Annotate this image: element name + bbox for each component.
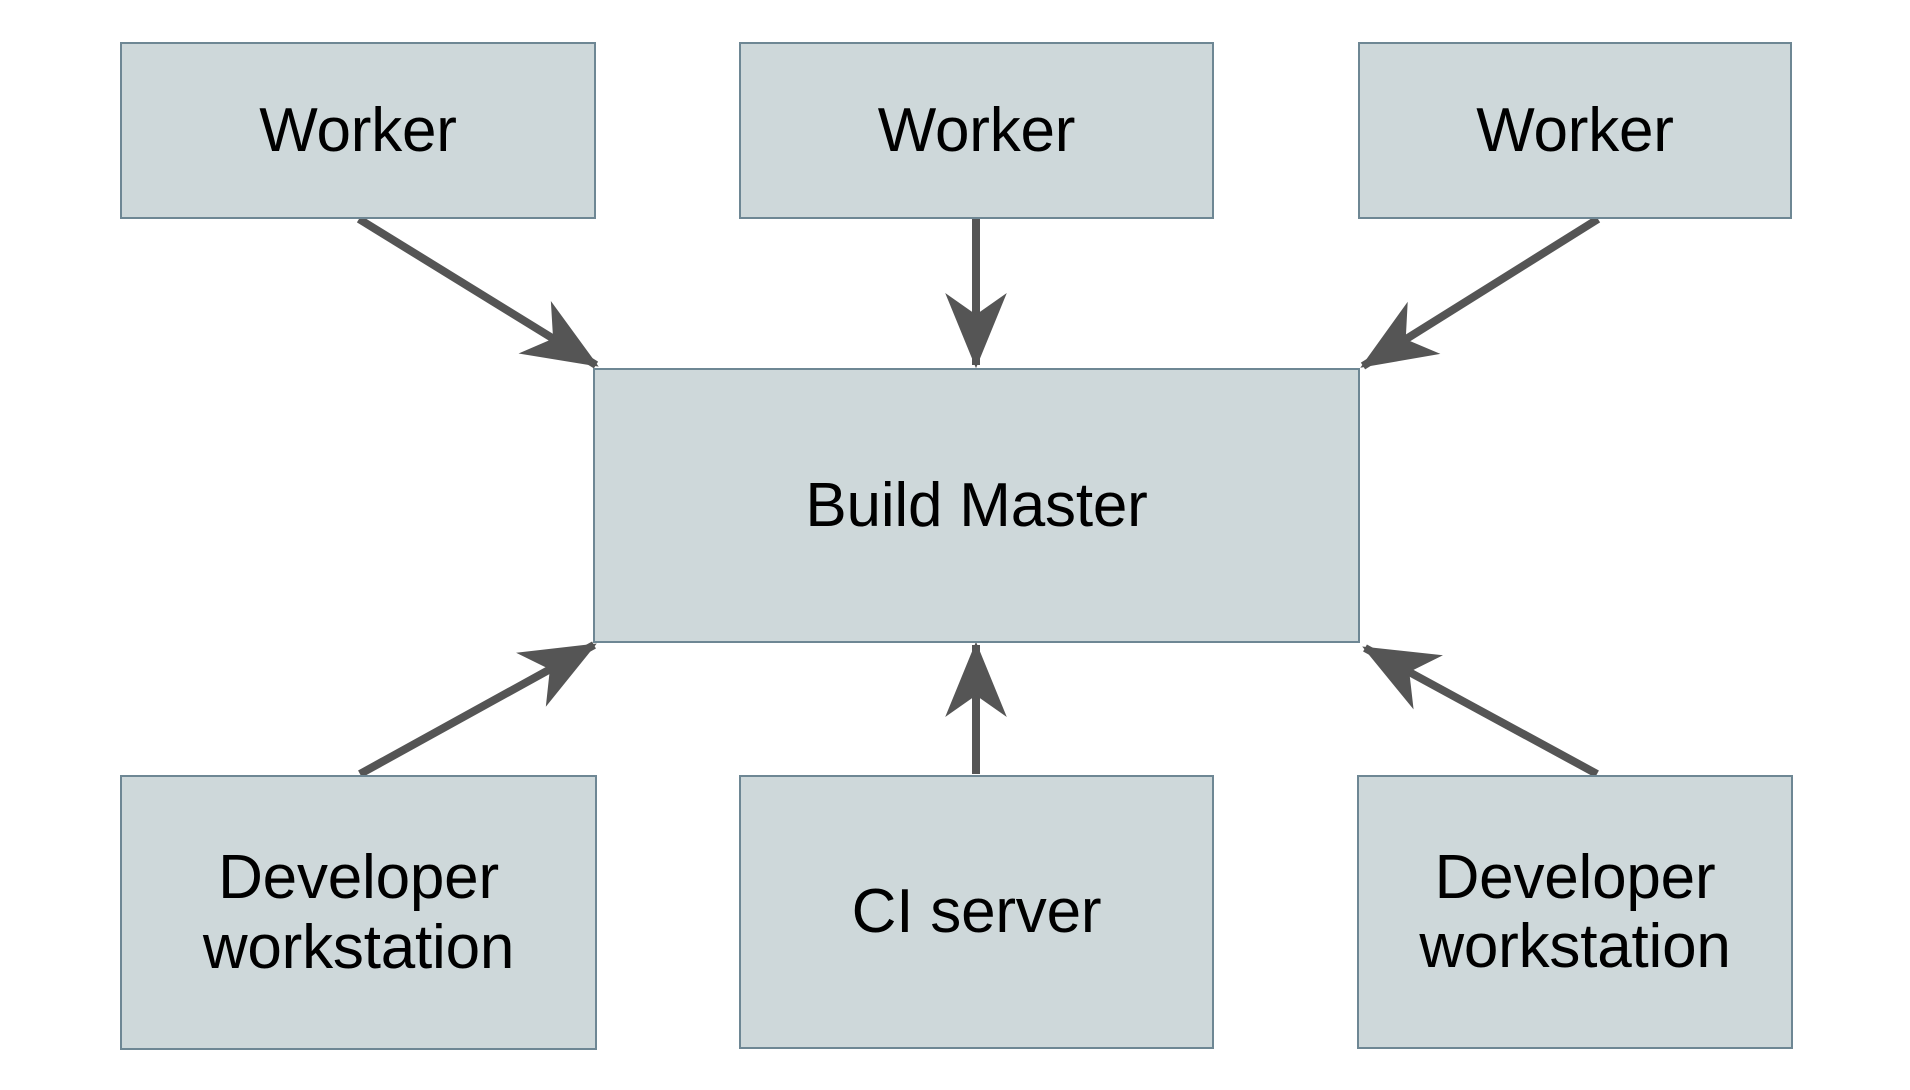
node-worker-1[interactable]: Worker	[120, 42, 596, 219]
node-worker-2-label: Worker	[877, 95, 1076, 165]
node-ci-server-label: CI server	[851, 877, 1102, 947]
node-developer-workstation-right-label: Developer workstation	[1419, 842, 1731, 981]
node-developer-workstation-left-label: Developer workstation	[202, 843, 515, 982]
node-developer-workstation-right[interactable]: Developer workstation	[1357, 775, 1793, 1049]
node-worker-3-label: Worker	[1476, 95, 1674, 165]
node-build-master[interactable]: Build Master	[593, 368, 1360, 643]
node-worker-2[interactable]: Worker	[739, 42, 1214, 219]
node-developer-workstation-left[interactable]: Developer workstation	[120, 775, 597, 1050]
node-build-master-label: Build Master	[805, 470, 1148, 540]
edge-worker-1-to-build-master	[356, 215, 599, 369]
edge-worker-3-to-build-master	[1360, 215, 1601, 370]
node-ci-server[interactable]: CI server	[739, 775, 1214, 1049]
node-worker-1-label: Worker	[259, 95, 457, 165]
edge-dev-right-to-build-master	[1362, 644, 1599, 778]
node-worker-3[interactable]: Worker	[1358, 42, 1792, 219]
edge-dev-left-to-build-master	[358, 641, 597, 778]
